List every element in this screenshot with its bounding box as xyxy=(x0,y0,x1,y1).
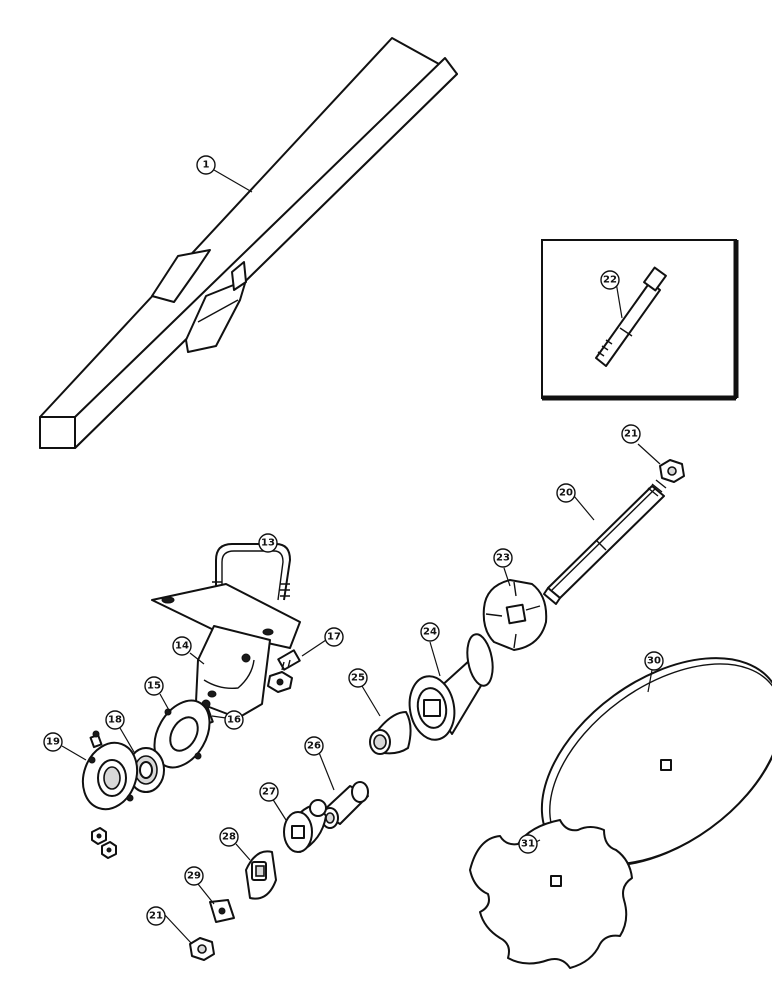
callout-label: 19 xyxy=(46,737,60,748)
end-washer xyxy=(245,850,277,900)
callout-26: 26 xyxy=(304,736,324,756)
callout-label: 30 xyxy=(647,656,661,667)
callout-21-lower: 21 xyxy=(146,906,166,926)
inset-box xyxy=(541,239,739,401)
callout-28: 28 xyxy=(219,827,239,847)
callout-label: 28 xyxy=(222,832,236,843)
callout-24: 24 xyxy=(420,622,440,642)
callout-label: 17 xyxy=(327,632,341,643)
bracket-nut xyxy=(267,671,293,693)
callout-label: 25 xyxy=(351,673,365,684)
callout-30: 30 xyxy=(644,651,664,671)
bell-spacer xyxy=(283,799,327,853)
callout-label: 24 xyxy=(423,627,437,638)
callout-17: 17 xyxy=(324,627,344,647)
callout-14: 14 xyxy=(172,636,192,656)
u-bolt xyxy=(212,543,291,601)
callout-label: 16 xyxy=(227,715,241,726)
callout-label: 26 xyxy=(307,741,321,752)
callout-31: 31 xyxy=(518,834,538,854)
callout-label: 22 xyxy=(603,275,617,286)
callout-label: 29 xyxy=(187,871,201,882)
callout-label: 20 xyxy=(559,488,573,499)
spacer-spool xyxy=(408,633,494,741)
callout-label: 31 xyxy=(521,839,535,850)
grease-fitting xyxy=(89,730,103,749)
square-washer xyxy=(209,899,235,923)
shaft-nut-upper xyxy=(659,459,685,483)
tube-spacer xyxy=(321,781,369,829)
cone-spacer xyxy=(369,711,412,755)
callout-label: 23 xyxy=(496,553,510,564)
callout-label: 21 xyxy=(624,429,638,440)
callout-22: 22 xyxy=(600,270,620,290)
flangette-nuts xyxy=(91,827,117,859)
callout-16: 16 xyxy=(224,710,244,730)
bumper-washer xyxy=(482,579,548,651)
callout-18: 18 xyxy=(105,710,125,730)
bearing-flangette xyxy=(153,699,211,769)
callout-label: 14 xyxy=(175,641,189,652)
callout-21-upper: 21 xyxy=(621,424,641,444)
callout-19: 19 xyxy=(43,732,63,752)
callout-15: 15 xyxy=(144,676,164,696)
shaft-nut-lower xyxy=(189,937,215,961)
outer-flangette xyxy=(81,741,139,811)
bracket-bolt xyxy=(277,649,301,671)
callout-27: 27 xyxy=(259,782,279,802)
callout-label: 13 xyxy=(261,538,275,549)
callout-label: 21 xyxy=(149,911,163,922)
callout-20: 20 xyxy=(556,483,576,503)
callout-1: 1 xyxy=(196,155,216,175)
callout-label: 18 xyxy=(108,715,122,726)
callout-29: 29 xyxy=(184,866,204,886)
callout-label: 27 xyxy=(262,787,276,798)
ball-bearing xyxy=(127,747,165,793)
callout-13: 13 xyxy=(258,533,278,553)
callout-label: 1 xyxy=(203,160,210,171)
square-shaft-bolt-inset xyxy=(595,266,667,367)
gang-beam-tube xyxy=(39,37,458,449)
callout-label: 15 xyxy=(147,681,161,692)
callout-25: 25 xyxy=(348,668,368,688)
notched-disc-blade xyxy=(469,819,633,969)
callout-23: 23 xyxy=(493,548,513,568)
gang-shaft-bolt xyxy=(543,479,667,605)
